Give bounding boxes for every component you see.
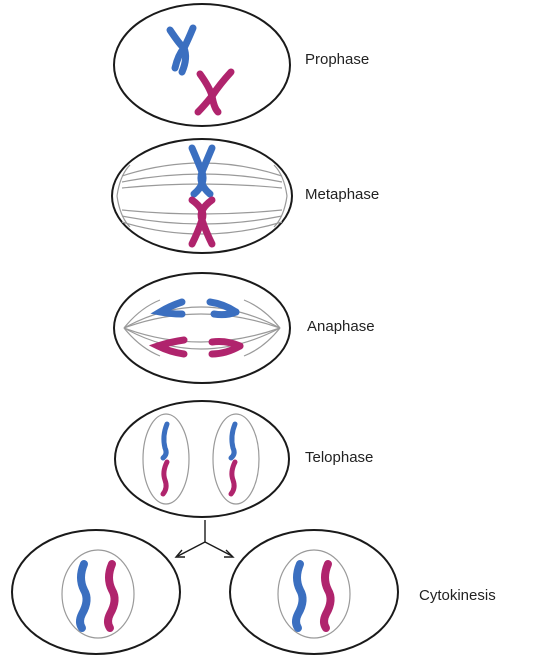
prophase-cell xyxy=(114,4,290,126)
label-cytokinesis: Cytokinesis xyxy=(419,587,496,604)
label-telophase: Telophase xyxy=(305,449,373,466)
metaphase-cell xyxy=(112,139,292,253)
anaphase-cell xyxy=(114,273,290,383)
cytokinesis-cell-left xyxy=(12,530,180,654)
label-prophase: Prophase xyxy=(305,51,369,68)
telophase-cell xyxy=(115,401,289,517)
label-anaphase: Anaphase xyxy=(307,318,375,335)
label-metaphase: Metaphase xyxy=(305,186,379,203)
cytokinesis-cell-right xyxy=(230,530,398,654)
division-arrows xyxy=(176,520,233,557)
